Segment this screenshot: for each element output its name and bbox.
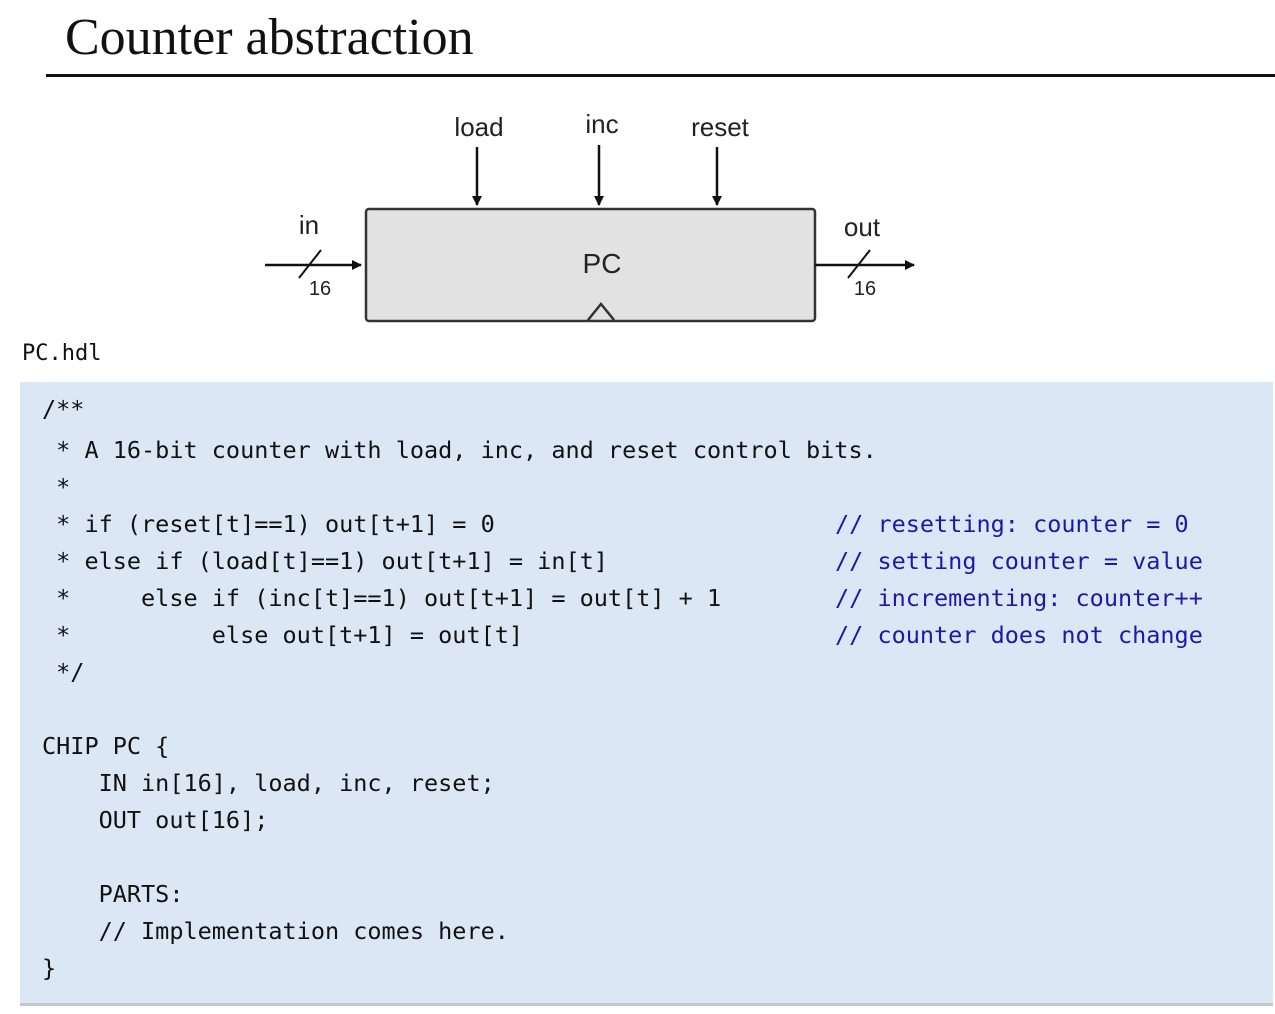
code-comment: // setting counter = value (835, 547, 1203, 575)
pc-chip-diagram: PC load inc reset in 16 out 16 (265, 109, 915, 323)
code-line: * if (reset[t]==1) out[t+1] = 0 (42, 510, 495, 538)
in-bus-slash (298, 249, 322, 279)
code-line: IN in[16], load, inc, reset; (42, 769, 495, 797)
inc-input-label: inc (585, 109, 618, 139)
code-line: * (42, 473, 71, 501)
code-line: // Implementation comes here. (42, 917, 509, 945)
code-line: * else if (inc[t]==1) out[t+1] = out[t] … (42, 584, 722, 612)
code-line: CHIP PC { (42, 732, 170, 760)
out-output-label: out (844, 212, 881, 242)
out-bus-width-label: 16 (854, 278, 876, 300)
hdl-filename: PC.hdl (22, 341, 102, 366)
code-comment: // counter does not change (835, 621, 1203, 649)
code-line: /** (42, 395, 85, 423)
code-line: } (42, 954, 57, 982)
code-comment: // resetting: counter = 0 (835, 510, 1189, 538)
load-input-label: load (454, 112, 503, 142)
code-line: */ (42, 658, 85, 686)
code-line: * else if (load[t]==1) out[t+1] = in[t] (42, 547, 608, 575)
clock-triangle-icon (587, 302, 615, 321)
reset-input-label: reset (691, 112, 750, 142)
code-line: PARTS: (42, 880, 184, 908)
code-line: * A 16-bit counter with load, inc, and r… (42, 436, 877, 464)
title-underline (46, 74, 1275, 77)
code-comment: // incrementing: counter++ (835, 584, 1203, 612)
hdl-code-panel: /** * A 16-bit counter with load, inc, a… (20, 382, 1273, 1006)
slide-title: Counter abstraction (65, 9, 474, 66)
code-line: OUT out[16]; (42, 806, 269, 834)
out-bus-slash (847, 249, 871, 279)
in-bus-width-label: 16 (309, 278, 331, 300)
chip-name-label: PC (583, 248, 622, 279)
code-line: * else out[t+1] = out[t] (42, 621, 524, 649)
in-input-label: in (299, 210, 319, 240)
